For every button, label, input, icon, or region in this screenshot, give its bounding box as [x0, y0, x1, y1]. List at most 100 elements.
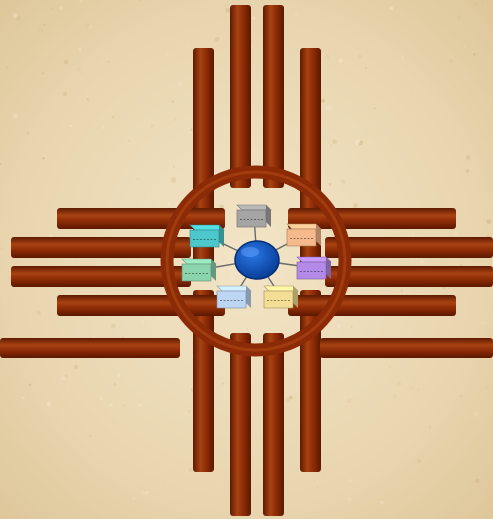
node-teal-top: [190, 225, 224, 230]
texture-speck: [429, 426, 431, 428]
node-purple: [297, 257, 331, 279]
texture-speck: [137, 178, 139, 180]
texture-speck: [141, 320, 144, 323]
texture-speck: [40, 35, 42, 37]
texture-speck: [87, 98, 89, 100]
texture-speck: [437, 178, 439, 180]
texture-speck: [463, 77, 465, 79]
ray-bottom-3: [263, 333, 284, 516]
texture-speck: [329, 183, 332, 186]
texture-speck: [21, 397, 24, 400]
texture-speck: [466, 155, 471, 160]
texture-speck: [144, 63, 145, 64]
node-green-top: [182, 259, 216, 264]
texture-speck: [382, 477, 383, 478]
texture-speck: [325, 54, 330, 59]
texture-speck: [109, 403, 113, 407]
texture-speck: [186, 45, 189, 48]
texture-speck: [348, 497, 351, 500]
texture-speck: [332, 140, 336, 144]
texture-speck: [449, 59, 453, 63]
texture-speck: [466, 169, 470, 173]
texture-speck: [417, 459, 421, 463]
texture-speck: [77, 67, 81, 71]
texture-speck: [37, 311, 41, 315]
texture-speck: [64, 60, 69, 65]
texture-speck: [465, 415, 468, 418]
texture-speck: [41, 217, 42, 218]
texture-speck: [446, 415, 447, 416]
texture-speck: [146, 491, 149, 494]
node-blue: [217, 286, 251, 308]
texture-speck: [257, 504, 259, 506]
texture-speck: [178, 319, 179, 320]
texture-speck: [167, 361, 168, 362]
texture-speck: [117, 373, 121, 377]
node-green: [182, 259, 216, 281]
texture-speck: [482, 322, 484, 324]
texture-speck: [157, 475, 159, 477]
node-teal-front: [190, 230, 219, 247]
texture-speck: [321, 99, 325, 103]
texture-speck: [128, 140, 130, 142]
texture-speck: [388, 514, 389, 515]
texture-speck: [431, 86, 432, 87]
texture-speck: [177, 81, 182, 86]
texture-speck: [142, 491, 146, 495]
texture-speck: [143, 80, 144, 81]
texture-speck: [81, 76, 83, 78]
texture-speck: [69, 125, 72, 128]
texture-speck: [39, 28, 44, 33]
texture-speck: [459, 395, 462, 398]
texture-speck: [231, 188, 234, 191]
texture-speck: [78, 48, 81, 51]
texture-speck: [389, 366, 391, 368]
texture-speck: [482, 2, 483, 3]
texture-speck: [454, 231, 459, 236]
texture-speck: [151, 34, 152, 35]
texture-speck: [349, 479, 352, 482]
texture-speck: [42, 157, 45, 160]
texture-speck: [485, 385, 490, 390]
texture-speck: [295, 13, 298, 16]
texture-speck: [168, 203, 171, 206]
texture-speck: [171, 177, 176, 182]
texture-speck: [417, 388, 420, 391]
node-orange-top: [287, 224, 321, 229]
texture-speck: [71, 504, 72, 505]
texture-speck: [215, 37, 220, 42]
texture-speck: [221, 382, 223, 384]
texture-speck: [423, 418, 424, 419]
node-purple-top: [297, 257, 331, 262]
texture-speck: [341, 179, 346, 184]
texture-speck: [330, 145, 332, 147]
texture-speck: [380, 501, 384, 505]
texture-speck: [0, 248, 2, 250]
texture-speck: [464, 45, 466, 47]
texture-speck: [246, 328, 247, 329]
texture-speck: [190, 129, 192, 131]
texture-speck: [333, 482, 335, 484]
texture-speck: [402, 57, 404, 59]
texture-speck: [358, 54, 362, 58]
texture-speck: [317, 487, 318, 488]
node-gray: [237, 205, 271, 227]
ray-left-4: [57, 295, 225, 316]
texture-speck: [59, 409, 64, 414]
texture-speck: [122, 336, 124, 338]
texture-speck: [185, 76, 187, 78]
texture-speck: [240, 238, 241, 239]
texture-speck: [410, 386, 414, 390]
node-gray-top: [237, 205, 271, 210]
texture-speck: [113, 430, 115, 432]
ray-left-5: [0, 338, 180, 358]
texture-speck: [64, 374, 67, 377]
texture-speck: [289, 396, 293, 400]
texture-speck: [392, 381, 393, 382]
texture-speck: [226, 8, 231, 13]
node-blue-top: [217, 286, 251, 291]
texture-speck: [68, 389, 70, 391]
texture-speck: [126, 321, 127, 322]
texture-speck: [409, 259, 410, 260]
